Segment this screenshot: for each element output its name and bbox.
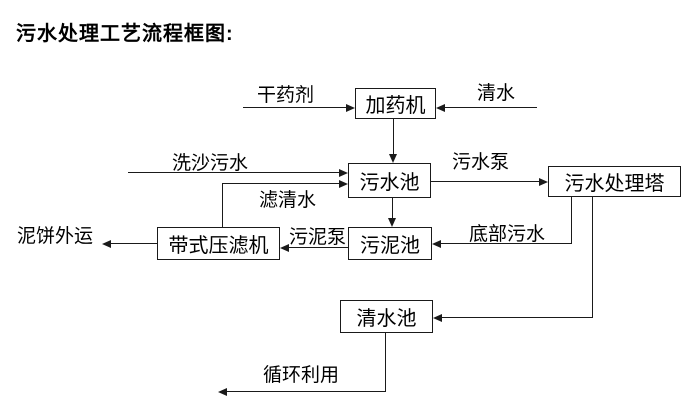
edge-sewage-to-sludge-line — [392, 198, 393, 218]
node-sludge-pool: 污泥池 — [348, 227, 432, 260]
node-belt-filter-press: 带式压滤机 — [157, 227, 280, 260]
page-title: 污水处理工艺流程框图: — [16, 23, 234, 45]
label-recycle: 循环利用 — [263, 365, 340, 386]
arrow-down-icon — [389, 154, 397, 163]
node-dosing-machine: 加药机 — [355, 88, 436, 119]
edge-sand-wash-line — [128, 172, 339, 173]
label-sludge-pump: 污泥泵 — [289, 227, 347, 248]
arrow-left-icon — [218, 387, 227, 396]
label-filtered-water: 滤清水 — [259, 190, 317, 211]
label-clean-water: 清水 — [477, 83, 516, 104]
arrow-right-icon — [339, 168, 348, 177]
label-bottom-sewage: 底部污水 — [469, 224, 546, 245]
edge-filtered-water-hline — [222, 183, 339, 184]
edge-tower-to-clean-vline — [592, 197, 593, 318]
arrow-left-icon — [433, 313, 442, 322]
arrow-left-icon — [432, 239, 441, 248]
label-dry-chemical: 干药剂 — [257, 85, 315, 106]
arrow-right-icon — [346, 103, 355, 112]
label-sewage-pump: 污水泵 — [452, 152, 510, 173]
arrow-down-icon — [388, 218, 396, 227]
arrow-right-icon — [539, 177, 548, 186]
edge-recycle-vline — [385, 333, 386, 392]
edge-sewage-pump-line — [431, 181, 539, 182]
edge-dry-chemical-line — [243, 107, 346, 108]
node-treatment-tower: 污水处理塔 — [548, 166, 681, 197]
edge-mud-cake-line — [111, 243, 157, 244]
edge-bottom-sewage-vline — [571, 197, 572, 244]
arrow-right-icon — [339, 179, 348, 188]
edge-recycle-hline — [227, 391, 385, 392]
node-sewage-pool: 污水池 — [348, 163, 431, 198]
edge-filtered-water-vline — [222, 183, 223, 227]
arrow-left-icon — [280, 243, 289, 252]
label-mud-cake-out: 泥饼外运 — [17, 226, 94, 247]
edge-clean-water-line — [445, 107, 537, 108]
edge-tower-to-clean-hline — [442, 317, 593, 318]
arrow-left-icon — [102, 239, 111, 248]
edge-sludge-pump-line — [289, 247, 348, 248]
label-sand-wash-sewage: 洗沙污水 — [172, 153, 249, 174]
edge-bottom-sewage-hline — [441, 243, 572, 244]
arrow-left-icon — [436, 103, 445, 112]
node-clean-water-pool: 清水池 — [340, 300, 433, 333]
edge-dosing-to-sewage-line — [393, 119, 394, 154]
